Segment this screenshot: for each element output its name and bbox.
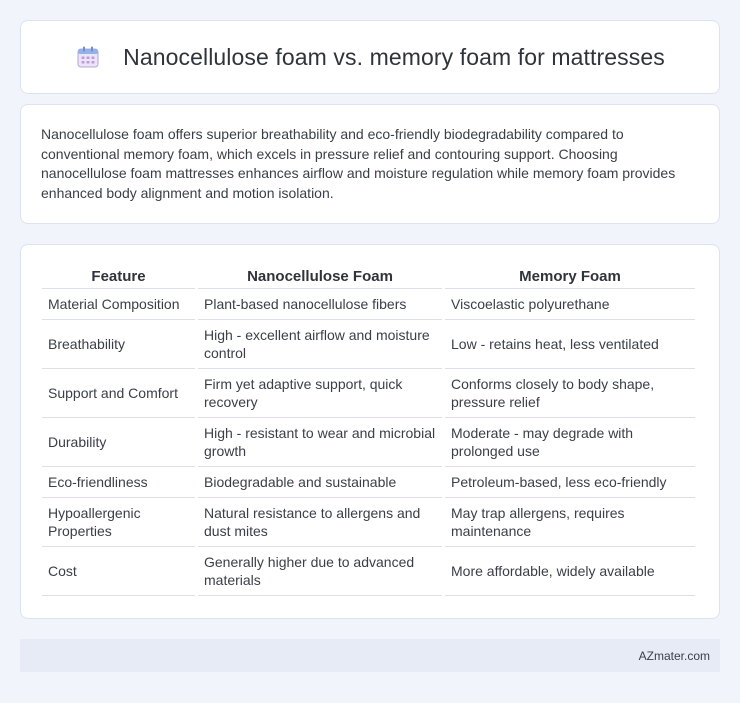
nanocellulose-cell: High - resistant to wear and microbial g…: [198, 418, 442, 467]
feature-cell: Hypoallergenic Properties: [42, 498, 195, 547]
comparison-table: Feature Nanocellulose Foam Memory Foam M…: [39, 267, 698, 596]
feature-cell: Cost: [42, 547, 195, 596]
memory-foam-cell: Low - retains heat, less ventilated: [445, 320, 695, 369]
feature-cell: Support and Comfort: [42, 369, 195, 418]
table-row: Hypoallergenic Properties Natural resist…: [42, 498, 695, 547]
table-row: Support and Comfort Firm yet adaptive su…: [42, 369, 695, 418]
feature-cell: Breathability: [42, 320, 195, 369]
title-card: Nanocellulose foam vs. memory foam for m…: [20, 20, 720, 94]
summary-text: Nanocellulose foam offers superior breat…: [41, 126, 676, 201]
table-row: Material Composition Plant-based nanocel…: [42, 289, 695, 320]
feature-cell: Eco-friendliness: [42, 467, 195, 498]
feature-cell: Durability: [42, 418, 195, 467]
memory-foam-cell: Conforms closely to body shape, pressure…: [445, 369, 695, 418]
header-memory-foam: Memory Foam: [445, 267, 695, 289]
memory-foam-cell: May trap allergens, requires maintenance: [445, 498, 695, 547]
memory-foam-cell: Moderate - may degrade with prolonged us…: [445, 418, 695, 467]
nanocellulose-cell: Firm yet adaptive support, quick recover…: [198, 369, 442, 418]
table-row: Breathability High - excellent airflow a…: [42, 320, 695, 369]
footer-source-link[interactable]: AZmater.com: [638, 648, 710, 663]
nanocellulose-cell: Biodegradable and sustainable: [198, 467, 442, 498]
nanocellulose-cell: High - excellent airflow and moisture co…: [198, 320, 442, 369]
table-header-row: Feature Nanocellulose Foam Memory Foam: [42, 267, 695, 289]
nanocellulose-cell: Generally higher due to advanced materia…: [198, 547, 442, 596]
table-row: Eco-friendliness Biodegradable and susta…: [42, 467, 695, 498]
page-title: Nanocellulose foam vs. memory foam for m…: [123, 43, 665, 70]
calendar-icon: [75, 44, 101, 70]
table-row: Cost Generally higher due to advanced ma…: [42, 547, 695, 596]
comparison-card: Feature Nanocellulose Foam Memory Foam M…: [20, 244, 720, 619]
memory-foam-cell: Petroleum-based, less eco-friendly: [445, 467, 695, 498]
header-feature: Feature: [42, 267, 195, 289]
memory-foam-cell: More affordable, widely available: [445, 547, 695, 596]
table-row: Durability High - resistant to wear and …: [42, 418, 695, 467]
feature-cell: Material Composition: [42, 289, 195, 320]
nanocellulose-cell: Natural resistance to allergens and dust…: [198, 498, 442, 547]
memory-foam-cell: Viscoelastic polyurethane: [445, 289, 695, 320]
footer-bar: AZmater.com: [20, 639, 720, 672]
header-nanocellulose-foam: Nanocellulose Foam: [198, 267, 442, 289]
summary-card: Nanocellulose foam offers superior breat…: [20, 104, 720, 224]
nanocellulose-cell: Plant-based nanocellulose fibers: [198, 289, 442, 320]
